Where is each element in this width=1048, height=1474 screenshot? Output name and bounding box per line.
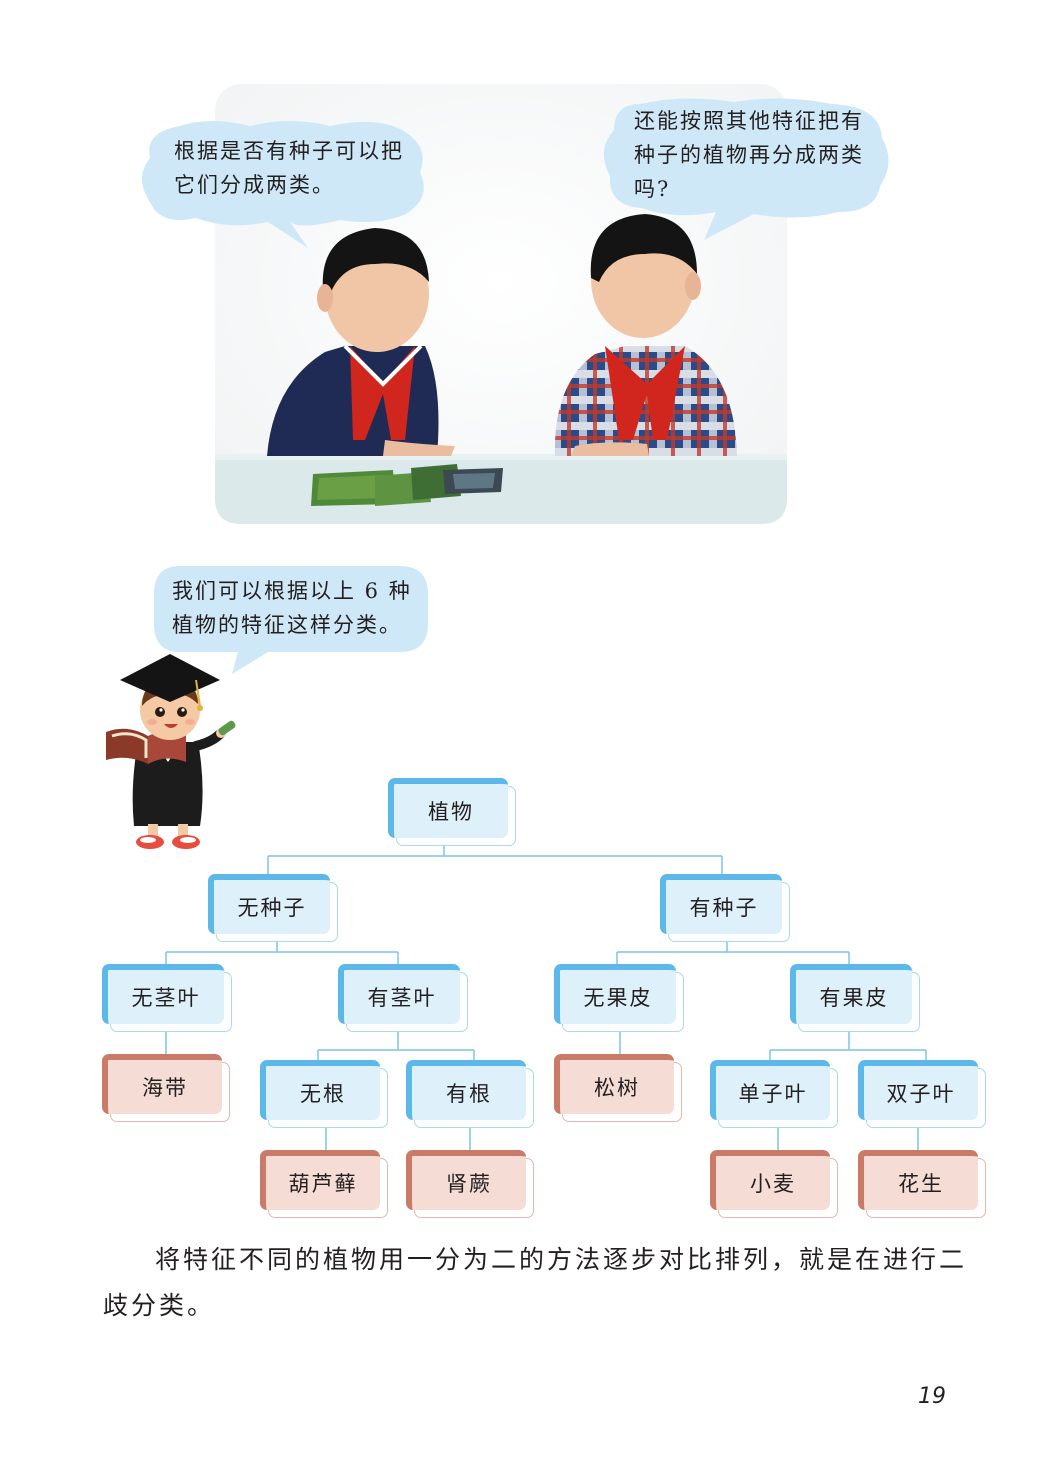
node-label: 葫芦藓 (260, 1150, 380, 1210)
node-label: 有种子 (660, 874, 782, 934)
node-label: 无根 (260, 1060, 380, 1120)
body-paragraph: 将特征不同的植物用一分为二的方法逐步对比排列，就是在进行二歧分类。 (103, 1245, 968, 1320)
right-boy (554, 214, 737, 456)
node-label: 海带 (102, 1054, 222, 1114)
node-no-root: 无根 (260, 1060, 388, 1128)
node-label: 松树 (554, 1054, 674, 1114)
node-no-seed: 无种子 (208, 874, 338, 942)
node-wheat: 小麦 (710, 1150, 838, 1218)
node-has-pericarp: 有果皮 (790, 964, 920, 1032)
node-fern: 肾蕨 (406, 1150, 534, 1218)
speech-bubble-left-boy-shape (142, 121, 424, 248)
speech-bubble-right-boy-text: 还能按照其他特征把有种子的植物再分成两类吗? (634, 109, 864, 201)
cartoon-graduate-boy (106, 654, 236, 849)
node-no-stem-leaf: 无茎叶 (102, 964, 232, 1032)
node-label: 双子叶 (858, 1060, 978, 1120)
node-label: 单子叶 (710, 1060, 830, 1120)
node-has-seed: 有种子 (660, 874, 790, 942)
node-no-pericarp: 无果皮 (554, 964, 684, 1032)
node-label: 植物 (388, 778, 508, 838)
node-pine: 松树 (554, 1054, 682, 1122)
node-label: 有果皮 (790, 964, 912, 1024)
node-kelp: 海带 (102, 1054, 230, 1122)
node-plants-root: 植物 (388, 778, 516, 846)
node-label: 无茎叶 (102, 964, 224, 1024)
left-boy (267, 228, 455, 456)
speech-bubble-left-boy-text: 根据是否有种子可以把它们分成两类。 (174, 139, 404, 197)
node-has-root: 有根 (406, 1060, 534, 1128)
node-label: 无果皮 (554, 964, 676, 1024)
speech-bubble-teacher-shape (154, 566, 428, 674)
node-dicot: 双子叶 (858, 1060, 986, 1128)
node-moss: 葫芦藓 (260, 1150, 388, 1218)
speech-bubble-teacher-text: 我们可以根据以上 6 种植物的特征这样分类。 (172, 579, 412, 637)
node-label: 无种子 (208, 874, 330, 934)
node-label: 小麦 (710, 1150, 830, 1210)
node-has-stem-leaf: 有茎叶 (338, 964, 468, 1032)
plant-photo-cards (311, 464, 503, 506)
node-label: 肾蕨 (406, 1150, 526, 1210)
node-label: 有茎叶 (338, 964, 460, 1024)
speech-bubble-right-boy-shape (603, 98, 889, 240)
node-label: 有根 (406, 1060, 526, 1120)
node-peanut: 花生 (858, 1150, 986, 1218)
node-label: 花生 (858, 1150, 978, 1210)
node-monocot: 单子叶 (710, 1060, 838, 1128)
page-number: 19 (918, 1384, 946, 1409)
